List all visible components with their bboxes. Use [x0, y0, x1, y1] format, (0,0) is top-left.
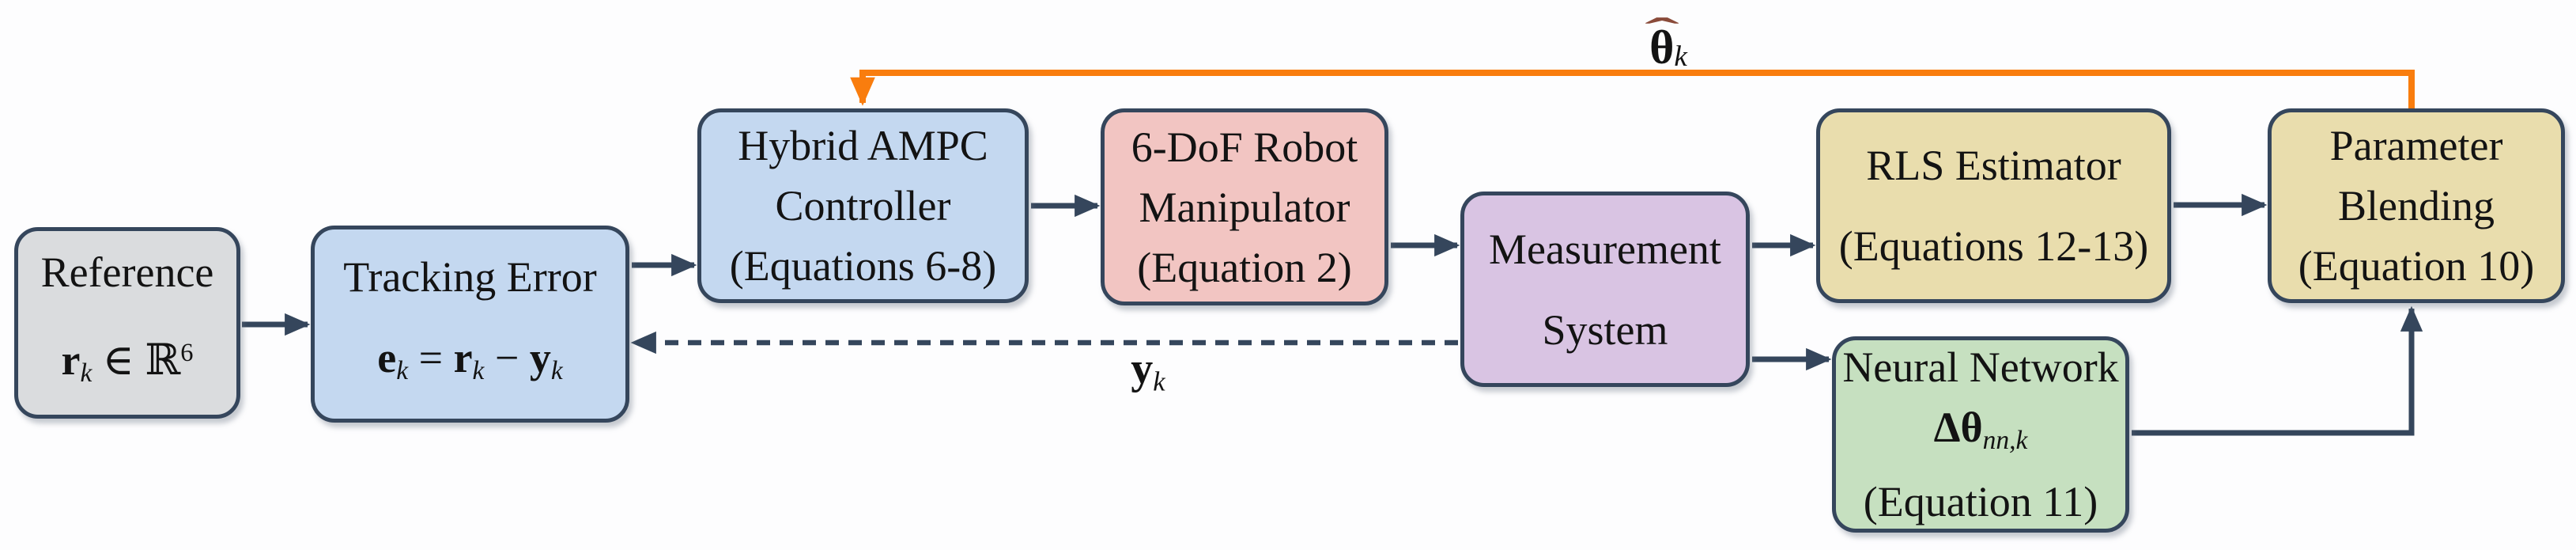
box-rls-line: (Equations 12-13): [1838, 222, 2149, 270]
y-feedback-label: yk: [1101, 347, 1195, 396]
theta-subscript: k: [1674, 40, 1687, 73]
box-neural-network-line: Δθnn,k: [1933, 404, 2028, 456]
box-rls-line: RLS Estimator: [1866, 142, 2121, 189]
arrow-neural-network-to-blending: [2132, 305, 2423, 436]
box-hybrid-ampc-line: Hybrid AMPC: [738, 122, 988, 169]
arrow-feedback-theta-to-hybrid-ampc: [850, 70, 2415, 109]
box-hybrid-ampc-line: Controller: [775, 182, 951, 229]
box-rls: RLS Estimator (Equations 12-13): [1816, 108, 2171, 303]
box-measurement-line: Measurement: [1489, 225, 1721, 273]
box-reference: Reference rk ∈ ℝ6: [14, 227, 240, 419]
theta-hat-accent: ˆ: [1644, 10, 1679, 53]
box-hybrid-ampc: Hybrid AMPC Controller (Equations 6-8): [697, 108, 1029, 303]
box-neural-network-line: (Equation 11): [1863, 477, 2098, 525]
theta-base-char: θ: [1649, 21, 1675, 74]
box-robot-line: 6-DoF Robot: [1131, 123, 1358, 171]
box-tracking-error: Tracking Error ek = rk − yk: [311, 226, 629, 423]
box-measurement-line: System: [1542, 305, 1668, 354]
box-robot-line: Manipulator: [1139, 183, 1350, 231]
box-blending-line: (Equation 10): [2298, 242, 2535, 290]
box-robot-line: (Equation 2): [1137, 243, 1352, 291]
box-neural-network-line: Neural Network: [1842, 343, 2119, 392]
box-blending-line: Parameter: [2329, 122, 2503, 169]
box-reference-line: Reference: [40, 248, 214, 297]
y-base-char: y: [1131, 344, 1154, 393]
box-tracking-error-line: Tracking Error: [343, 252, 597, 301]
box-tracking-error-line: ek = rk − yk: [377, 333, 563, 386]
box-hybrid-ampc-line: (Equations 6-8): [729, 242, 997, 290]
box-blending-line: Blending: [2338, 182, 2495, 229]
y-subscript: k: [1153, 366, 1165, 397]
box-reference-line: rk ∈ ℝ6: [61, 336, 194, 388]
